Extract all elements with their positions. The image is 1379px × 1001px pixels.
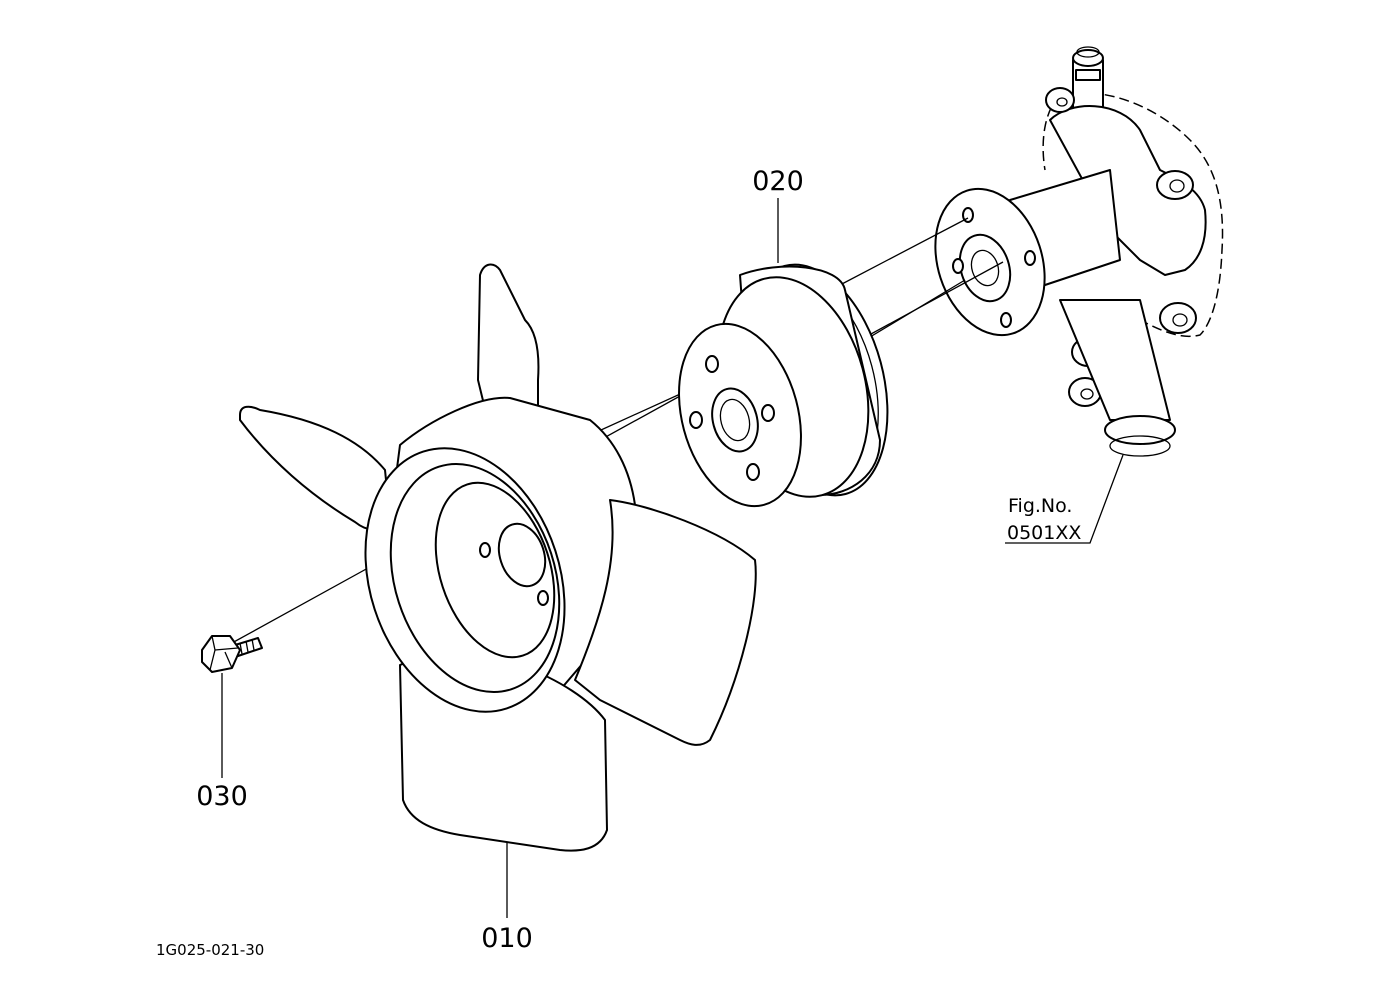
fan-pulley [678, 263, 889, 508]
drawing-number: 1G025-021-30 [156, 941, 264, 959]
part-number-030: 030 [196, 781, 248, 812]
figure-ref-label: Fig.No. [1008, 495, 1072, 517]
part-number-020: 020 [752, 166, 804, 197]
figure-ref-number: 0501XX [1007, 522, 1081, 544]
part-number-010: 010 [481, 923, 533, 954]
water-pump [934, 46, 1224, 457]
cooling-fan [239, 263, 757, 852]
flange-bolt [201, 635, 263, 673]
leader-lines [221, 198, 1124, 918]
